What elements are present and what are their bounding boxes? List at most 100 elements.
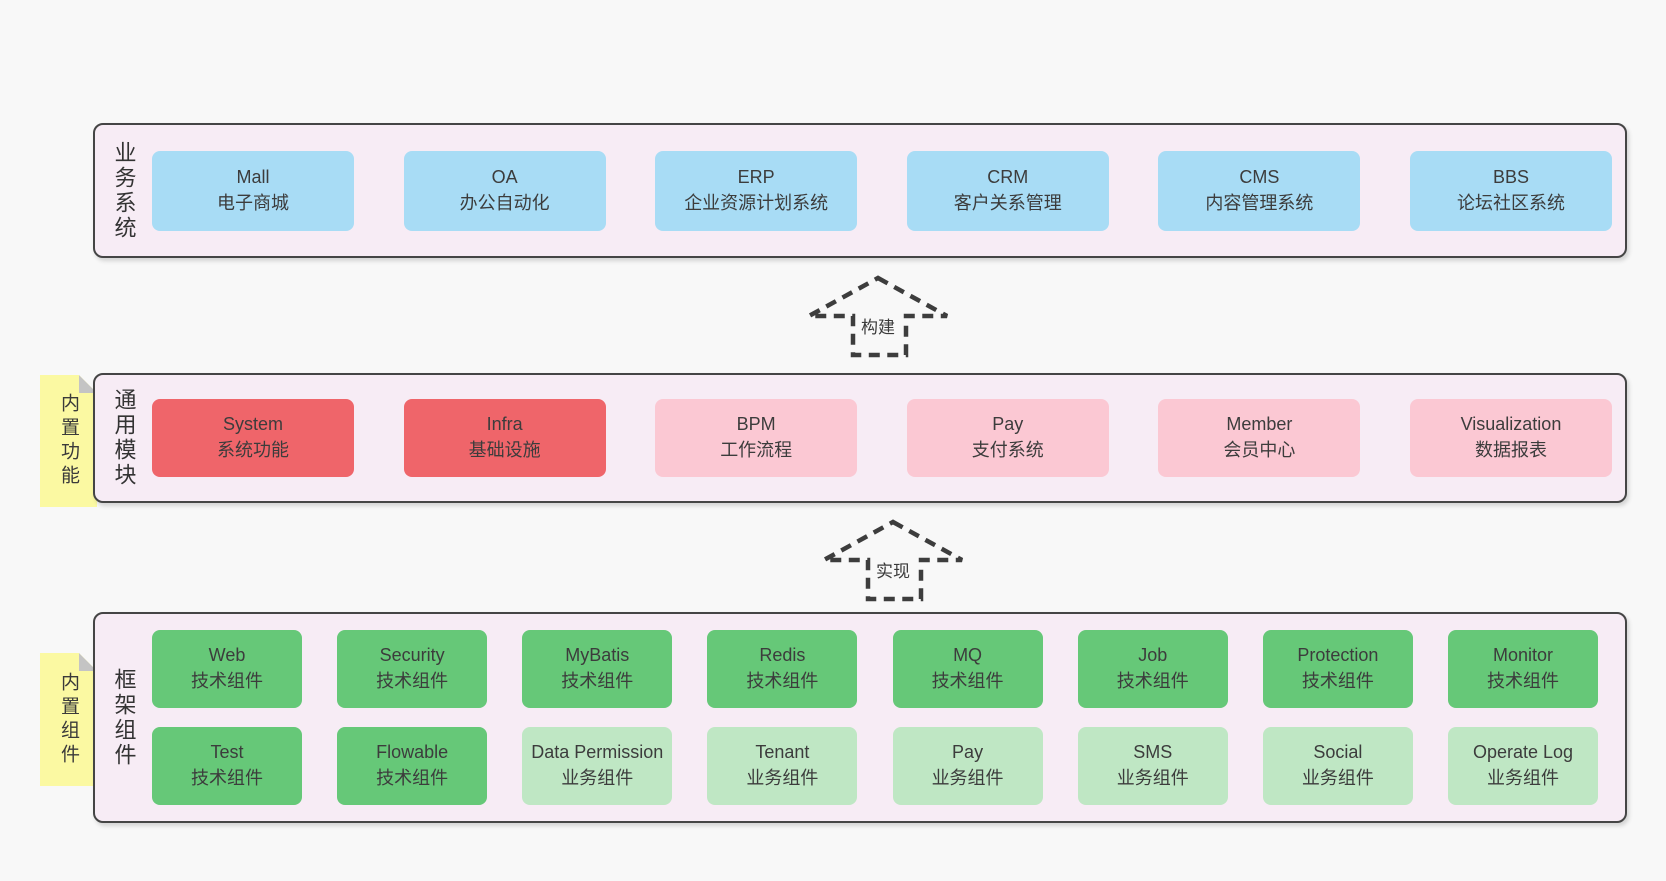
diagram-box-redis: Redis 技术组件 xyxy=(707,630,858,708)
box-subtitle: 企业资源计划系统 xyxy=(684,192,829,213)
arrow-up-icon xyxy=(822,519,964,602)
box-title: Pay xyxy=(992,414,1024,435)
diagram-box-protection: Protection 技术组件 xyxy=(1262,630,1413,708)
box-subtitle: 业务组件 xyxy=(746,768,819,788)
box-title: CRM xyxy=(987,166,1029,187)
box-subtitle: 内容管理系统 xyxy=(1205,192,1314,213)
box-title: Operate Log xyxy=(1472,742,1574,763)
box-title: CMS xyxy=(1239,166,1280,187)
layer-label-components: 框架组件 xyxy=(111,667,137,768)
diagram-box-web: Web 技术组件 xyxy=(152,630,302,708)
box-subtitle: 业务组件 xyxy=(1116,768,1189,788)
box-subtitle: 办公自动化 xyxy=(459,192,550,213)
box-subtitle: 技术组件 xyxy=(1486,671,1559,691)
box-title: Test xyxy=(210,742,244,763)
sticky-note-builtin-features: 内置功能 xyxy=(40,375,97,507)
box-subtitle: 工作流程 xyxy=(720,440,793,460)
diagram-box-monitor: Monitor 技术组件 xyxy=(1447,630,1598,708)
diagram-box-data-permission: Data Permission 业务组件 xyxy=(522,727,673,805)
box-subtitle: 技术组件 xyxy=(191,671,263,691)
layer-label-modules: 通用模块 xyxy=(111,388,137,488)
diagram-box-flowable: Flowable 技术组件 xyxy=(337,727,488,805)
box-title: Tenant xyxy=(755,742,810,763)
box-subtitle: 论坛社区系统 xyxy=(1456,192,1565,213)
box-subtitle: 技术组件 xyxy=(376,768,449,788)
box-title: Member xyxy=(1226,414,1293,435)
diagram-box-visualization: Visualization 数据报表 xyxy=(1409,399,1612,477)
box-title: Data Permission xyxy=(531,742,664,763)
diagram-box-pay: Pay 业务组件 xyxy=(892,727,1043,805)
diagram-box-tenant: Tenant 业务组件 xyxy=(707,727,858,805)
box-title: Social xyxy=(1313,742,1363,763)
box-subtitle: 基础设施 xyxy=(468,440,541,460)
arrow-label: 构建 xyxy=(858,313,898,338)
diagram-box-operate-log: Operate Log 业务组件 xyxy=(1447,727,1598,805)
arrow-label: 实现 xyxy=(873,557,913,582)
arrow-up-icon xyxy=(807,275,949,358)
modules-boxes-row: System 系统功能 Infra 基础设施 BPM 工作流程 Pay 支付系统 Member 会… xyxy=(152,399,1612,477)
box-title: MQ xyxy=(953,645,983,666)
box-title: Infra xyxy=(486,414,523,435)
box-subtitle: 客户关系管理 xyxy=(953,192,1062,213)
box-subtitle: 电子商城 xyxy=(217,192,289,213)
box-title: Visualization xyxy=(1460,414,1562,435)
box-subtitle: 技术组件 xyxy=(561,671,634,691)
diagram-box-mybatis: MyBatis 技术组件 xyxy=(522,630,673,708)
box-title: BBS xyxy=(1492,166,1529,187)
box-subtitle: 技术组件 xyxy=(191,768,263,788)
sticky-note-text: 内置功能 xyxy=(58,393,79,489)
box-subtitle: 系统功能 xyxy=(217,440,289,460)
box-title: Pay xyxy=(952,742,984,763)
box-subtitle: 技术组件 xyxy=(1116,671,1189,691)
diagram-box-member: Member 会员中心 xyxy=(1158,399,1361,477)
box-title: Security xyxy=(379,645,445,666)
diagram-box-crm: CRM 客户关系管理 xyxy=(906,150,1109,231)
box-title: System xyxy=(222,414,283,435)
box-title: Web xyxy=(208,645,246,666)
box-title: BPM xyxy=(736,414,776,435)
diagram-box-system: System 系统功能 xyxy=(152,399,354,477)
box-subtitle: 技术组件 xyxy=(376,671,449,691)
box-subtitle: 业务组件 xyxy=(1301,768,1374,788)
box-subtitle: 业务组件 xyxy=(931,768,1004,788)
box-title: ERP xyxy=(737,166,775,187)
diagram-box-sms: SMS 业务组件 xyxy=(1077,727,1228,805)
box-subtitle: 支付系统 xyxy=(971,440,1044,460)
box-subtitle: 业务组件 xyxy=(561,768,634,788)
box-title: Flowable xyxy=(376,742,449,763)
box-title: Monitor xyxy=(1492,645,1553,666)
diagram-box-security: Security 技术组件 xyxy=(337,630,488,708)
diagram-box-pay: Pay 支付系统 xyxy=(906,399,1109,477)
box-title: MyBatis xyxy=(565,645,630,666)
box-subtitle: 数据报表 xyxy=(1474,440,1547,460)
dashed-up-arrow-implement: 实现 xyxy=(822,519,964,602)
sticky-note-builtin-components: 内置组件 xyxy=(40,653,97,786)
diagram-box-cms: CMS 内容管理系统 xyxy=(1158,150,1361,231)
box-title: Protection xyxy=(1297,645,1379,666)
box-subtitle: 业务组件 xyxy=(1486,768,1559,788)
box-subtitle: 会员中心 xyxy=(1223,440,1296,460)
sticky-note-text: 内置组件 xyxy=(58,671,79,768)
diagram-box-infra: Infra 基础设施 xyxy=(403,399,606,477)
dashed-up-arrow-build: 构建 xyxy=(807,275,949,358)
diagram-box-oa: OA 办公自动化 xyxy=(403,150,606,231)
diagram-box-bpm: BPM 工作流程 xyxy=(655,399,858,477)
diagram-box-erp: ERP 企业资源计划系统 xyxy=(655,150,858,231)
diagram-box-test: Test 技术组件 xyxy=(152,727,302,805)
box-title: SMS xyxy=(1133,742,1173,763)
layer-common-modules: 通用模块 System 系统功能 Infra 基础设施 BPM 工作流程 Pay 支付系统 Me… xyxy=(93,373,1627,503)
box-subtitle: 技术组件 xyxy=(931,671,1004,691)
diagram-box-mall: Mall 电子商城 xyxy=(152,150,354,231)
box-subtitle: 技术组件 xyxy=(1301,671,1374,691)
box-title: OA xyxy=(491,166,518,187)
box-subtitle: 技术组件 xyxy=(746,671,819,691)
box-title: Mall xyxy=(236,166,270,187)
box-title: Redis xyxy=(759,645,806,666)
business-boxes-row: Mall 电子商城 OA 办公自动化 ERP 企业资源计划系统 CRM 客户关系管理 CMS 内容… xyxy=(152,150,1612,231)
